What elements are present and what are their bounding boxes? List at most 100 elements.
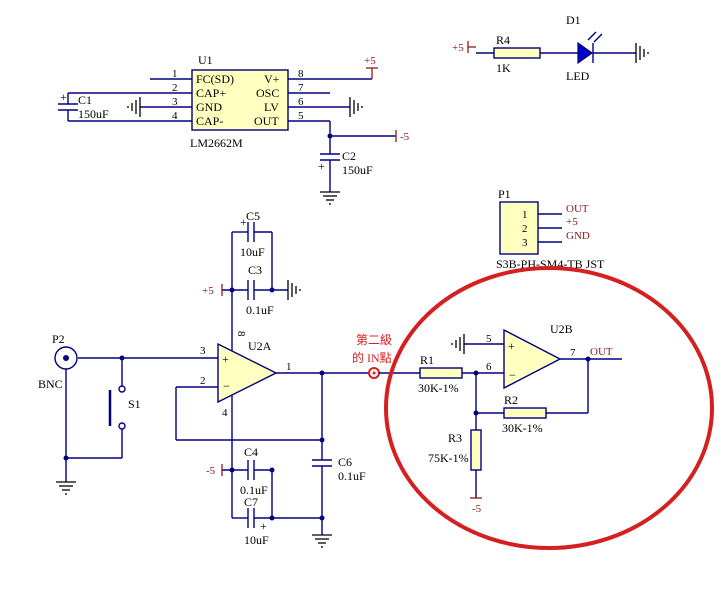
d1-value: LED <box>566 69 590 83</box>
u1-pin3-name: GND <box>196 100 222 114</box>
ground-symbol-c6 <box>312 534 332 548</box>
led-icon <box>577 41 594 65</box>
r3-resistor <box>470 429 482 471</box>
u2a-pin3-num: 3 <box>200 345 206 357</box>
ground-symbol-u1-pin6 <box>349 97 363 117</box>
svg-text:+: + <box>60 90 67 104</box>
ground-symbol-c3 <box>287 280 301 300</box>
u1-minus5-net: -5 <box>400 131 410 143</box>
stage2-input-annotation: 第二級 的 IN點 <box>352 333 392 379</box>
r1-resistor <box>419 367 463 379</box>
c2-value: 150uF <box>342 163 373 177</box>
u1-part: LM2662M <box>190 136 243 150</box>
u1-pin4-num: 4 <box>172 110 178 122</box>
u2b-stage: R1 30K-1% U2B + − 5 6 7 OUT R2 30K-1% <box>379 322 622 515</box>
c6-ref: C6 <box>338 455 352 469</box>
u2a-opamp-icon <box>217 342 278 404</box>
r4-resistor <box>493 47 541 59</box>
r3-ref: R3 <box>448 431 462 445</box>
u2a-ref: U2A <box>248 339 272 353</box>
svg-text:+: + <box>240 215 247 229</box>
u1-pin2-num: 2 <box>172 82 178 94</box>
c7-ref: C7 <box>244 495 258 509</box>
ground-symbol-led <box>635 43 649 63</box>
u1-plus5-net: +5 <box>364 55 376 67</box>
d1-ref: D1 <box>566 13 581 27</box>
c4-value: 0.1uF <box>240 483 268 497</box>
u1-pin1-name: FC(SD) <box>196 72 234 86</box>
bnc-input: P2 BNC S1 <box>38 332 141 495</box>
annotation-line2: 的 IN點 <box>352 350 392 365</box>
r2-value: 30K-1% <box>502 421 543 435</box>
r3-value: 75K-1% <box>428 451 469 465</box>
c1-capacitor: + C1 150uF <box>58 90 140 122</box>
u1-pin6-num: 6 <box>298 96 304 108</box>
u1-charge-pump: U1 LM2662M 1 2 3 4 FC(SD) CAP+ GND CAP- … <box>127 53 410 150</box>
led-indicator: +5 R4 1K D1 LED <box>452 13 649 83</box>
u2b-pin5-num: 5 <box>486 333 492 345</box>
u2a-pin8-num: 8 <box>235 331 247 337</box>
u2a-stage: + C5 10uF C3 0.1uF +5 U2A + − 8 4 3 2 1 <box>78 209 370 548</box>
r1-ref: R1 <box>420 353 434 367</box>
u1-pin5-num: 5 <box>298 110 304 122</box>
c7-value: 10uF <box>244 533 269 547</box>
u1-pin6-name: LV <box>264 100 279 114</box>
u2b-pin6-num: 6 <box>486 361 492 373</box>
p1-pin1-num: 1 <box>522 209 528 221</box>
r1-value: 30K-1% <box>418 381 459 395</box>
c4-ref: C4 <box>244 445 258 459</box>
c6-value: 0.1uF <box>338 469 366 483</box>
svg-text:−: − <box>509 368 516 382</box>
u2b-opamp-icon <box>503 328 562 390</box>
u1-pin7-num: 7 <box>298 82 304 94</box>
svg-text:+: + <box>260 519 267 533</box>
p1-ref: P1 <box>498 187 511 201</box>
u1-pin3-num: 3 <box>172 96 178 108</box>
svg-text:+: + <box>508 339 515 353</box>
u1-pin2-name: CAP+ <box>196 86 226 100</box>
p1-connector: P1 1 2 3 OUT +5 GND S3B-PH-SM4-TB JST <box>496 187 605 271</box>
r4-ref: R4 <box>496 33 510 47</box>
c3-value: 0.1uF <box>246 303 274 317</box>
p2-ref: P2 <box>52 332 65 346</box>
c4-minus5-net: -5 <box>206 465 216 477</box>
r3-minus5-net: -5 <box>472 503 482 515</box>
svg-text:+: + <box>222 352 229 366</box>
r2-ref: R2 <box>504 393 518 407</box>
ground-symbol-c2 <box>320 191 340 205</box>
p1-body <box>499 201 539 255</box>
c2-ref: C2 <box>342 149 356 163</box>
c1-value: 150uF <box>78 107 109 121</box>
r4-value: 1K <box>496 61 511 75</box>
p1-gnd-net: GND <box>566 230 590 242</box>
u1-pin8-name: V+ <box>264 72 280 86</box>
p1-pin3-num: 3 <box>522 237 528 249</box>
u2b-out-net: OUT <box>590 346 613 358</box>
p1-plus5-net: +5 <box>566 216 578 228</box>
u2a-pin4-num: 4 <box>222 407 228 419</box>
u1-pin7-name: OSC <box>256 86 279 100</box>
ground-symbol-u2b <box>451 334 465 354</box>
ground-symbol-u1-pin3 <box>127 97 141 117</box>
svg-text:+: + <box>318 159 325 173</box>
p2-part: BNC <box>38 377 63 391</box>
p1-part: S3B-PH-SM4-TB JST <box>496 257 605 271</box>
u1-ref: U1 <box>198 53 213 67</box>
s1-ref: S1 <box>128 397 141 411</box>
u2a-pin1-num: 1 <box>286 361 292 373</box>
r4-plus5-net: +5 <box>452 42 464 54</box>
c3-plus5-net: +5 <box>202 285 214 297</box>
svg-text:−: − <box>223 379 230 393</box>
c5-value: 10uF <box>240 245 265 259</box>
c1-ref: C1 <box>78 93 92 107</box>
u1-pin5-name: OUT <box>254 114 279 128</box>
u1-pin8-num: 8 <box>298 68 304 80</box>
annotation-line1: 第二級 <box>356 333 392 347</box>
p1-out-net: OUT <box>566 203 589 215</box>
u2b-ref: U2B <box>550 322 573 336</box>
c5-ref: C5 <box>246 209 260 223</box>
c2-capacitor: + C2 150uF <box>318 136 373 205</box>
r2-resistor <box>503 407 547 419</box>
u1-body <box>191 69 289 131</box>
